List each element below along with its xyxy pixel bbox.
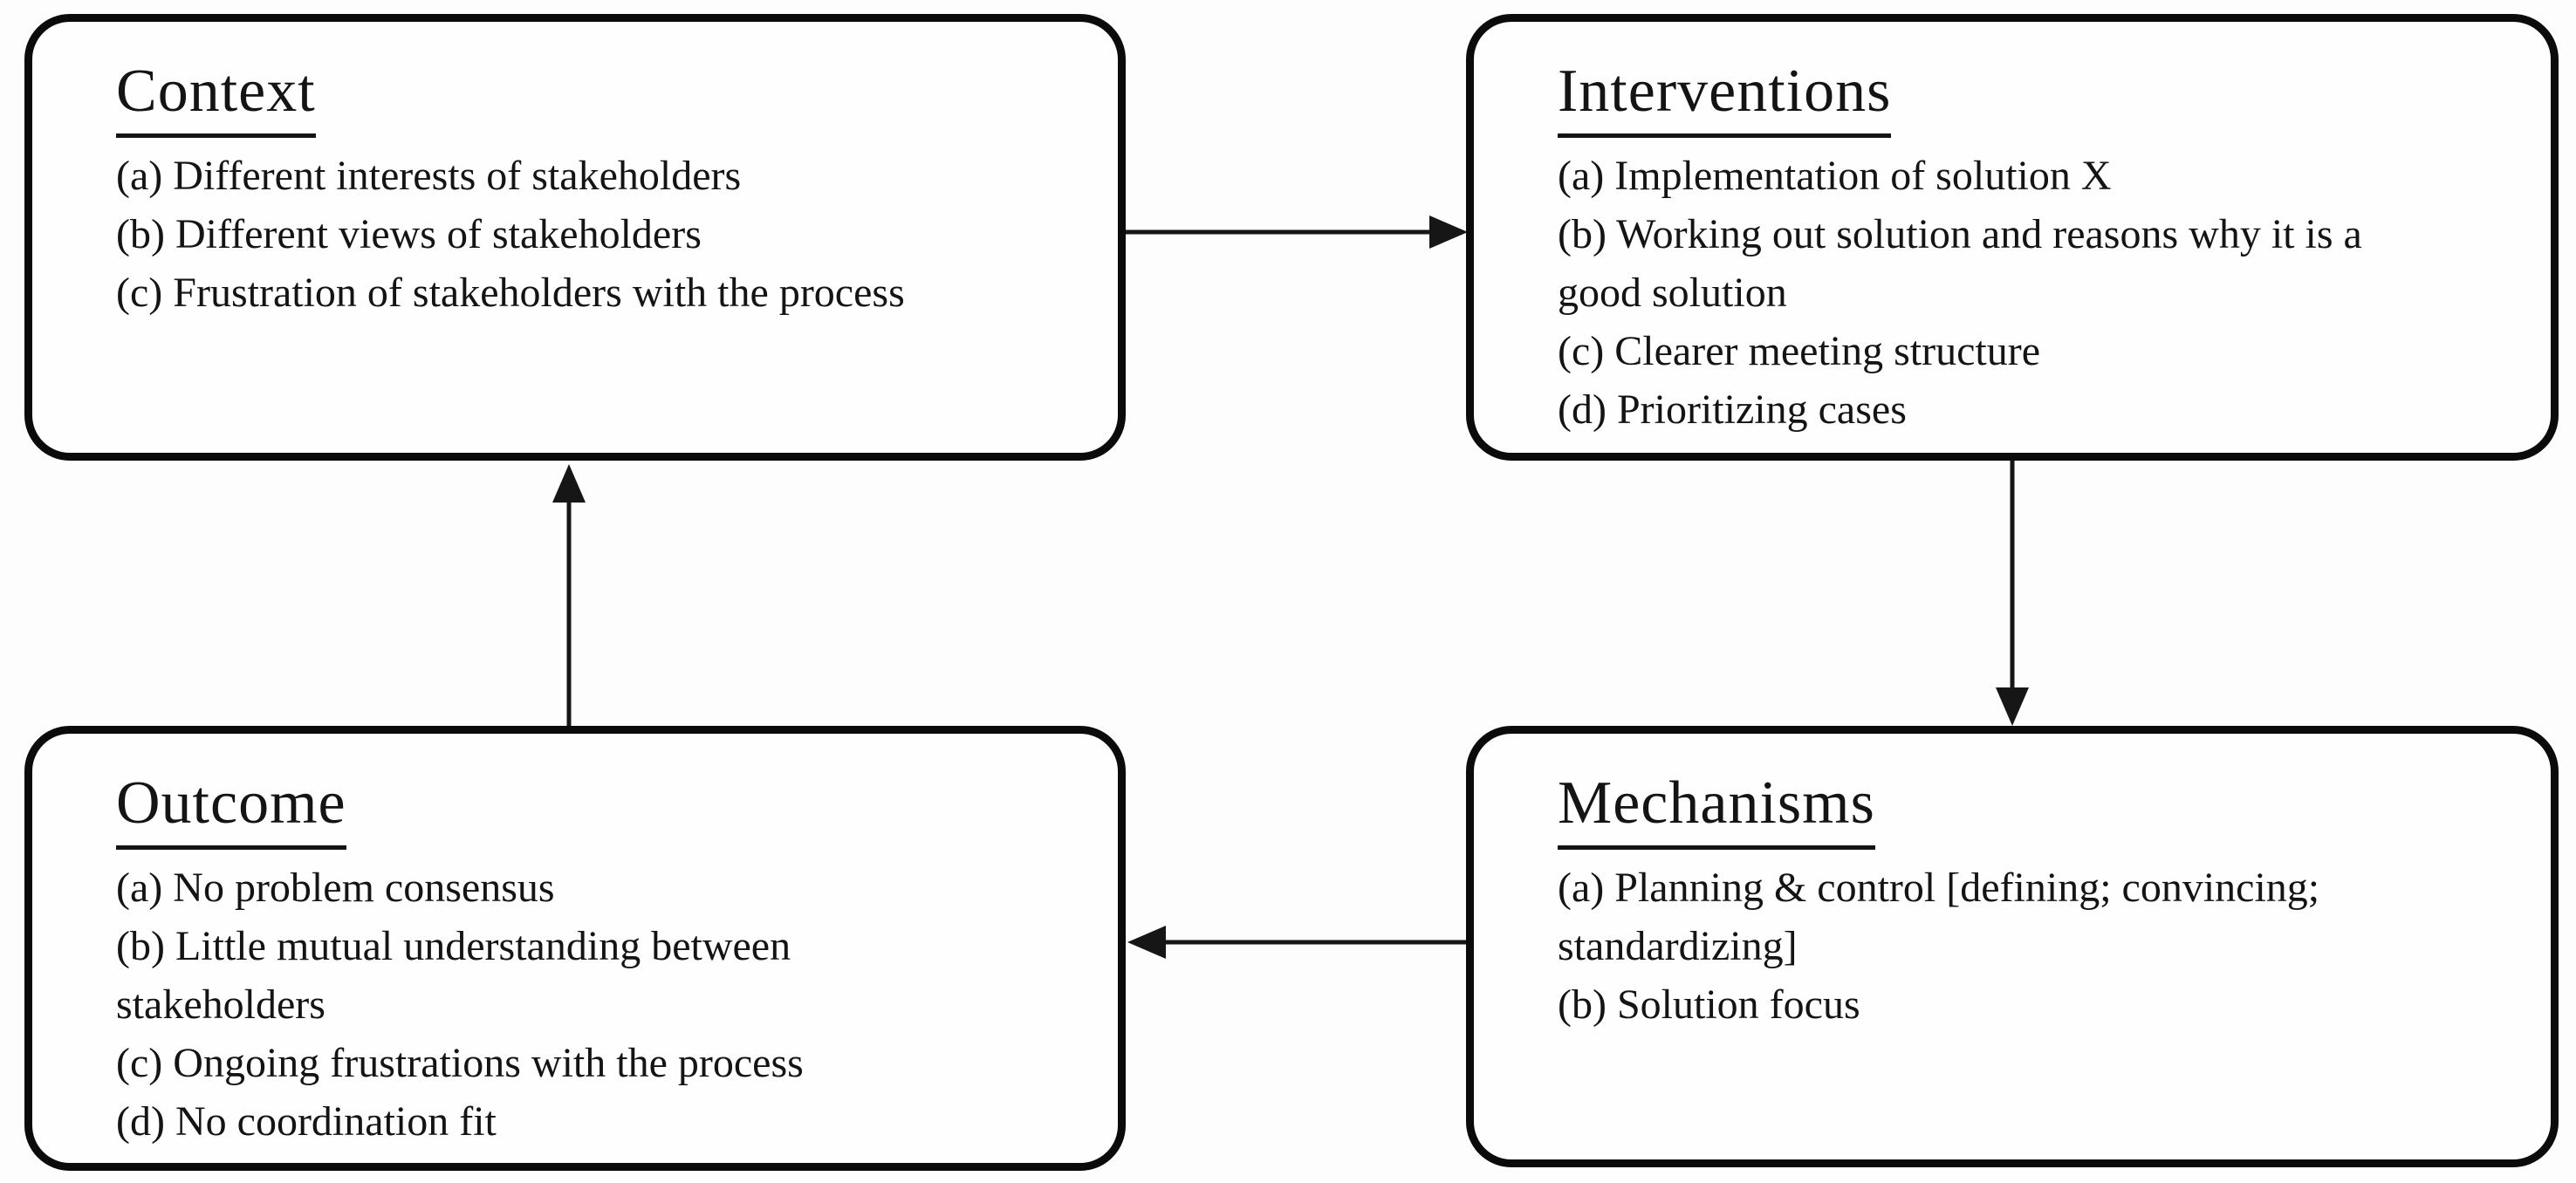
interventions-title: Interventions <box>1558 55 1892 138</box>
outcome-title: Outcome <box>116 767 346 850</box>
mechanisms-box: Mechanisms (a) Planning & control [defin… <box>1466 726 2559 1167</box>
outcome-item-c: (c) Ongoing frustrations with the proces… <box>116 1040 804 1086</box>
arrow-outcome-to-context <box>552 464 586 726</box>
context-title: Context <box>116 55 316 138</box>
outcome-item-a: (a) No problem consensus <box>116 865 555 911</box>
outcome-item-d: (d) No coordination fit <box>116 1098 497 1145</box>
context-item-b: (b) Different views of stakeholders <box>116 211 702 257</box>
arrow-interventions-to-mechanisms <box>1996 461 2029 726</box>
arrow-mechanisms-to-outcome <box>1127 926 1466 959</box>
mechanisms-item-a: (a) Planning & control [defining; convin… <box>1558 865 2320 969</box>
context-item-a: (a) Different interests of stakeholders <box>116 153 742 199</box>
outcome-item-b: (b) Little mutual understanding between … <box>116 923 791 1028</box>
interventions-box: Interventions (a) Implementation of solu… <box>1466 14 2559 461</box>
interventions-item-a: (a) Implementation of solution X <box>1558 153 2112 199</box>
interventions-item-d: (d) Prioritizing cases <box>1558 386 1907 433</box>
context-box: Context (a) Different interests of stake… <box>24 14 1126 461</box>
mechanisms-item-b: (b) Solution focus <box>1558 981 1860 1028</box>
mechanisms-title: Mechanisms <box>1558 767 1875 850</box>
context-item-c: (c) Frustration of stakeholders with the… <box>116 270 905 316</box>
interventions-item-b: (b) Working out solution and reasons why… <box>1558 211 2362 316</box>
interventions-item-c: (c) Clearer meeting structure <box>1558 328 2041 374</box>
outcome-box: Outcome (a) No problem consensus (b) Lit… <box>24 726 1126 1171</box>
arrow-context-to-interventions <box>1126 215 1468 249</box>
